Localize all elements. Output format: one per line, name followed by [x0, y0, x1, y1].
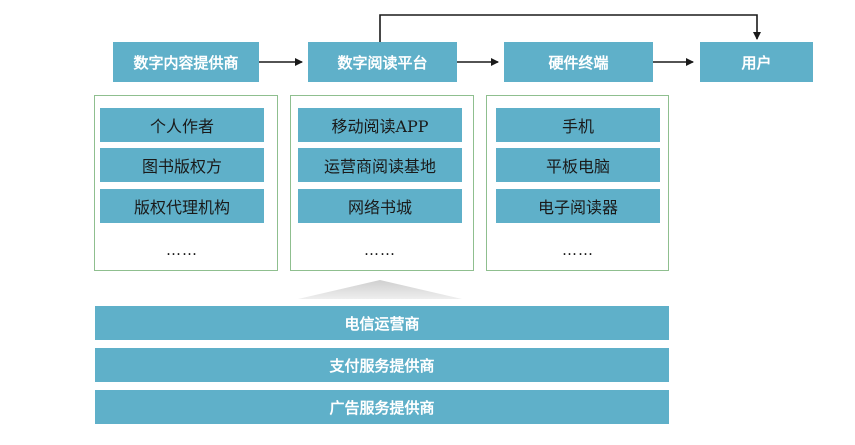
provider-item: 版权代理机构	[100, 189, 264, 223]
provider-box: 数字内容提供商	[113, 42, 259, 82]
provider-item: 图书版权方	[100, 148, 264, 182]
hardware-item: 电子阅读器	[496, 189, 660, 223]
user-box: 用户	[700, 42, 813, 82]
platform-item: 网络书城	[298, 189, 462, 223]
platform-item: 移动阅读APP	[298, 108, 462, 142]
hardware-ellipsis: ……	[562, 241, 594, 259]
support-bar-telecom: 电信运营商	[95, 306, 669, 340]
hardware-item: 平板电脑	[496, 148, 660, 182]
platform-ellipsis: ……	[364, 241, 396, 259]
support-bar-advertising: 广告服务提供商	[95, 390, 669, 424]
platform-item: 运营商阅读基地	[298, 148, 462, 182]
support-pointer	[298, 280, 462, 299]
provider-ellipsis: ……	[166, 241, 198, 259]
support-bar-payment: 支付服务提供商	[95, 348, 669, 382]
platform-box: 数字阅读平台	[308, 42, 457, 82]
hardware-box: 硬件终端	[504, 42, 653, 82]
arrow-platform-to-user-bypass	[379, 14, 761, 42]
provider-item: 个人作者	[100, 108, 264, 142]
hardware-item: 手机	[496, 108, 660, 142]
